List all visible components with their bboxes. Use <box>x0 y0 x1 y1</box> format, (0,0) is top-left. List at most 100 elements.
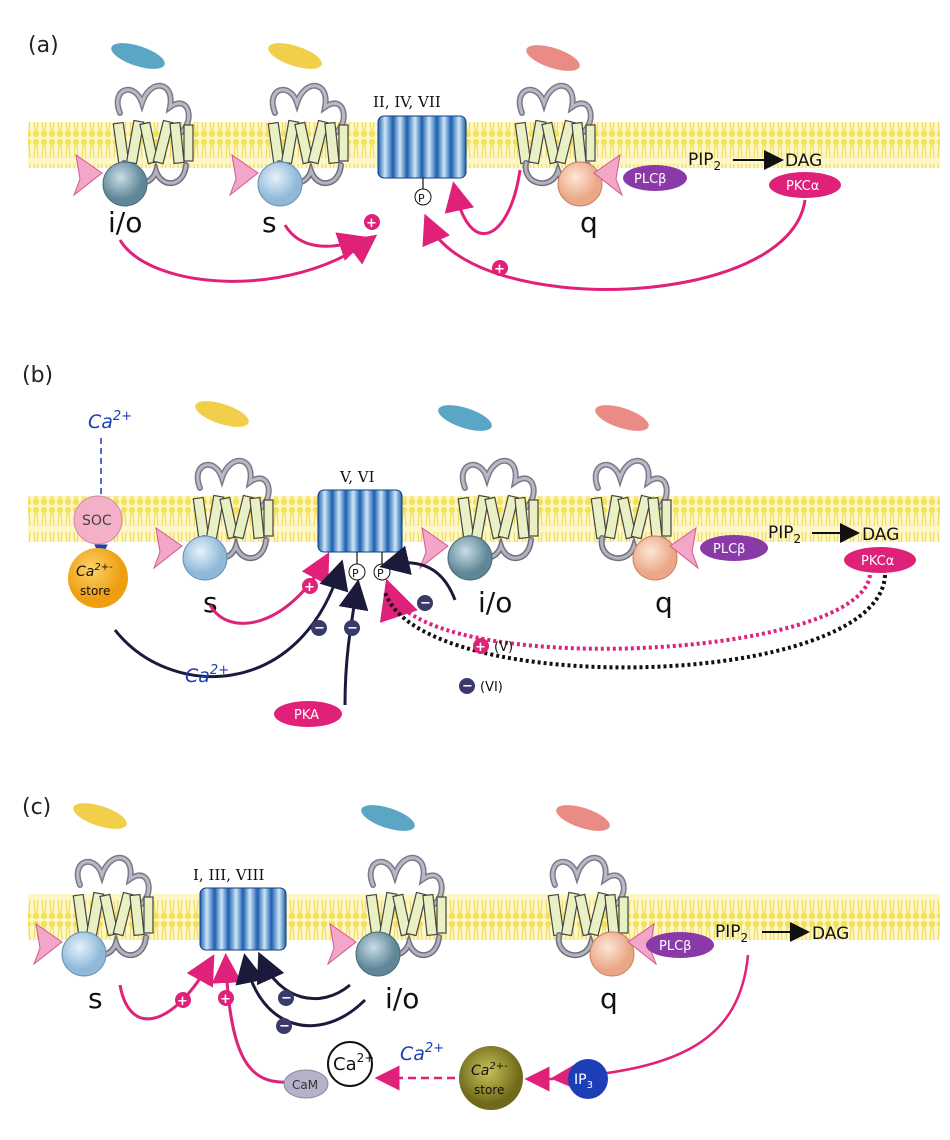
g-protein-s-b <box>182 535 228 581</box>
plus-s-c-glyph: + <box>177 994 188 1009</box>
pkc-alpha-a <box>769 172 841 198</box>
pka-label: PKA <box>294 708 319 723</box>
minus-pka-b-glyph: − <box>347 621 358 636</box>
g-protein-io-b <box>447 535 493 581</box>
phospho-2-label-b: P <box>377 567 384 580</box>
soc-label: SOC <box>82 513 112 529</box>
ca-store-c <box>459 1046 523 1110</box>
plc-beta-b <box>700 535 768 561</box>
pip2-b: PIP2 <box>768 523 801 546</box>
minus-io-b-glyph: − <box>420 596 431 611</box>
store-label-c: Ca2+- <box>471 1061 508 1079</box>
panel-c: (c) s i/o q I, III, VIII PLCβ PIP2 DAG +… <box>22 795 940 1110</box>
plus-v-b-glyph: + <box>475 640 486 655</box>
plus-s-c <box>175 992 191 1008</box>
phospho-a <box>414 188 432 206</box>
plc-label-b: PLCβ <box>713 542 745 557</box>
panel-b-label: (b) <box>22 363 53 388</box>
ligand-blue-a <box>111 43 165 69</box>
minus-ca-b <box>311 620 327 636</box>
ca-bottom-b: Ca2+ <box>185 663 229 687</box>
dag-c: DAG <box>812 924 849 944</box>
soc-channel <box>73 495 123 545</box>
dag-a: DAG <box>785 151 822 171</box>
membrane-c <box>28 894 940 940</box>
pkc-alpha-b <box>844 547 916 573</box>
ligand-blue-c <box>361 805 415 831</box>
minus-io-2-c-glyph: − <box>279 1019 290 1034</box>
pkc-label-a: PKCα <box>786 179 819 194</box>
plus-s-a-glyph: + <box>366 216 377 231</box>
ligand-red-a <box>526 45 580 71</box>
minus-vi-b-glyph: − <box>462 679 473 694</box>
ligand-blue-b <box>438 405 492 431</box>
plus-q-a-glyph: + <box>494 262 505 277</box>
plc-beta-a <box>623 165 687 191</box>
plus-cam-c <box>218 990 234 1006</box>
calmodulin <box>283 1069 329 1099</box>
minus-vi-label: (VI) <box>480 680 503 695</box>
channel-label-a: II, IV, VII <box>373 93 441 111</box>
ip3-label: IP3 <box>574 1072 593 1091</box>
ca-top-b: Ca2+ <box>88 409 132 433</box>
g-protein-io-a <box>102 161 148 207</box>
g-label-s-c: s <box>88 982 103 1015</box>
g-label-io-b: i/o <box>478 586 512 619</box>
store-word-b: store <box>80 584 110 598</box>
g-label-q-b: q <box>655 586 673 619</box>
adenylyl-cyclase-b <box>317 489 403 553</box>
pip2-a: PIP2 <box>688 150 721 173</box>
ca-store-b <box>68 548 128 608</box>
adenylyl-cyclase-c <box>199 887 287 951</box>
g-label-io-a: i/o <box>108 206 142 239</box>
plus-s-b <box>302 578 318 594</box>
minus-vi-b <box>459 678 475 694</box>
ca-ion-c <box>327 1041 373 1087</box>
g-protein-s-a <box>257 161 303 207</box>
g-protein-q-b <box>632 535 678 581</box>
channel-label-b: V, VI <box>339 468 375 486</box>
minus-io-1-c <box>278 990 294 1006</box>
plus-s-a <box>364 214 380 230</box>
ligand-red-b <box>595 405 649 431</box>
ligand-yellow-a <box>268 43 322 69</box>
store-word-c: store <box>474 1083 504 1097</box>
g-label-q-a: q <box>580 206 598 239</box>
phospho-label-a: P <box>418 192 425 205</box>
g-label-s-a: s <box>262 206 277 239</box>
plus-v-b <box>473 638 489 654</box>
plus-s-b-glyph: + <box>304 580 315 595</box>
g-protein-io-c <box>355 931 401 977</box>
ca-c: Ca2+ <box>400 1041 444 1065</box>
g-protein-q-c <box>589 931 635 977</box>
adenylyl-cyclase-a <box>377 115 467 179</box>
g-protein-q-a <box>557 161 603 207</box>
plus-cam-c-glyph: + <box>220 992 231 1007</box>
ip3 <box>568 1059 608 1099</box>
g-protein-s-c <box>61 931 107 977</box>
plc-label-c: PLCβ <box>659 939 691 954</box>
ligand-yellow-b <box>195 401 249 427</box>
phospho-1-label-b: P <box>352 567 359 580</box>
pkc-label-b: PKCα <box>861 554 894 569</box>
ligand-yellow-c <box>73 803 127 829</box>
dag-b: DAG <box>862 525 899 545</box>
ca-ion-label-c: Ca2+ <box>333 1051 374 1075</box>
plc-beta-c <box>646 932 714 958</box>
g-label-q-c: q <box>600 982 618 1015</box>
plus-v-label: (V) <box>494 640 513 655</box>
g-label-io-c: i/o <box>385 982 419 1015</box>
channel-label-c: I, III, VIII <box>193 866 264 884</box>
pip2-c: PIP2 <box>715 922 748 945</box>
cam-label: CaM <box>292 1078 318 1092</box>
store-label-b: Ca2+- <box>76 562 113 580</box>
minus-ca-b-glyph: − <box>314 621 325 636</box>
panel-b: (b) Ca2+ SOC Ca2+- store s i/o q V, VI P… <box>22 363 940 727</box>
pka <box>274 701 342 727</box>
minus-pka-b <box>344 620 360 636</box>
minus-io-2-c <box>276 1018 292 1034</box>
minus-io-b <box>417 595 433 611</box>
minus-io-1-c-glyph: − <box>281 991 292 1006</box>
panel-a: (a) i/o s q II, IV, VII P PLCβ PIP2 DAG … <box>28 33 940 291</box>
